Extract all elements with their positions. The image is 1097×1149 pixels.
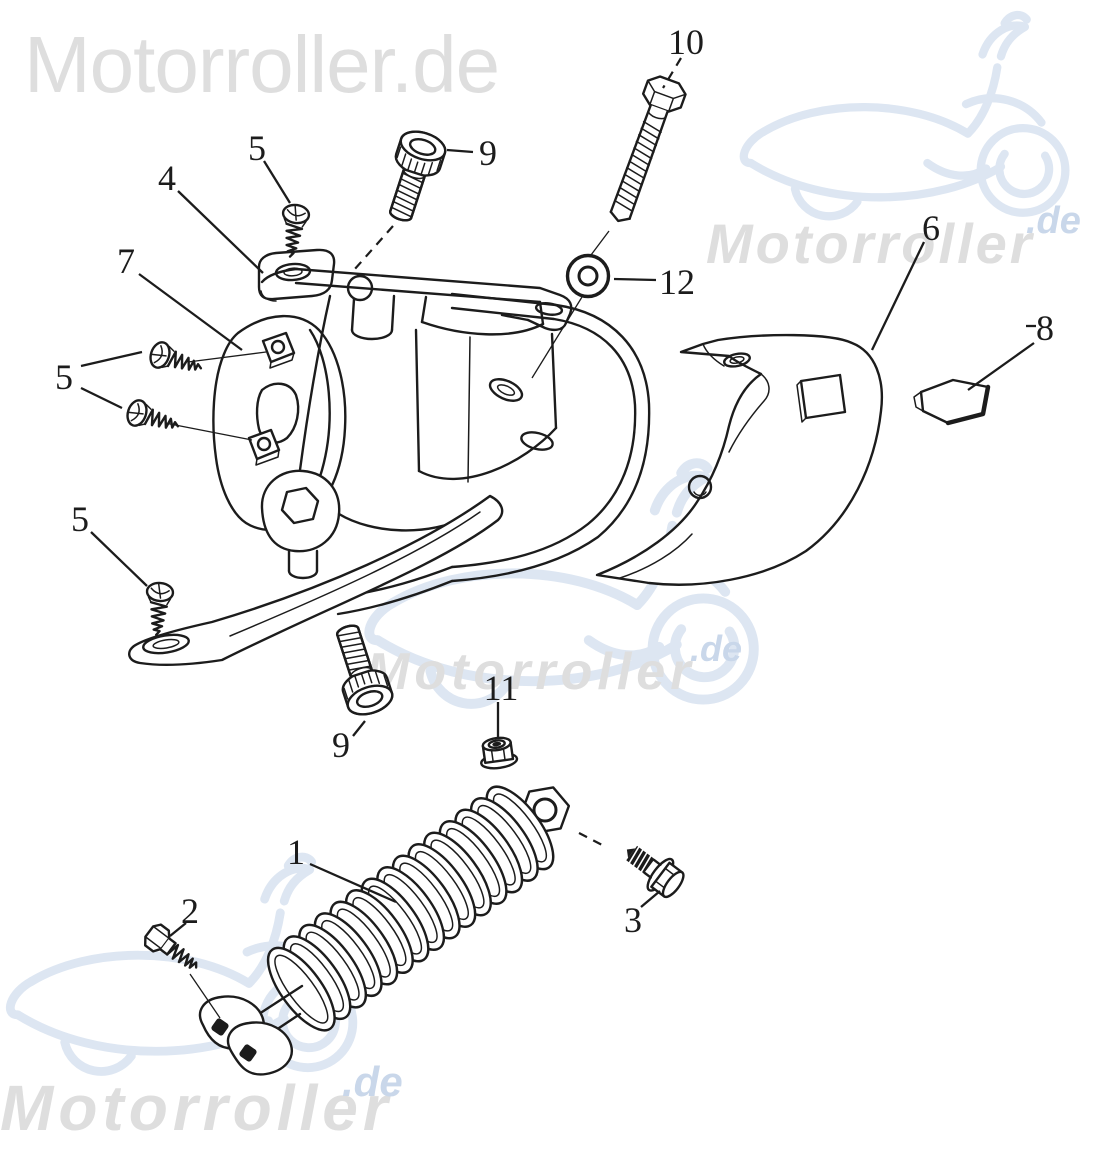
callout-leader (177, 190, 264, 274)
shock-clevis (198, 984, 304, 1076)
callout-leader (263, 160, 291, 204)
callout-leader (189, 973, 221, 1019)
callout-leader (353, 225, 394, 271)
callout-leader (309, 862, 397, 904)
callout-leader (80, 350, 143, 368)
callout-label-7: 7 (117, 241, 135, 281)
part-rack-rail-loop (336, 292, 651, 616)
callout-leader (446, 148, 474, 154)
watermark-text-center: Motorroller (366, 643, 695, 701)
callout-leader (80, 386, 123, 410)
callout-leader (187, 351, 267, 363)
callout-leader (578, 832, 607, 848)
part-hex-bolt-long (598, 71, 690, 229)
callout-leader (613, 277, 657, 282)
callout-label-3: 3 (624, 900, 642, 940)
callout-label-4: 4 (158, 158, 176, 198)
part-rear-cover (595, 333, 883, 586)
callout-leader (870, 241, 926, 351)
part-support-arm (128, 494, 504, 667)
callout-leader (352, 720, 366, 737)
part-screw-left-lower (123, 396, 184, 440)
callout-leader (662, 57, 682, 89)
callout-label-11: 11 (484, 668, 519, 708)
watermark-text-mid-right: Motorroller (706, 212, 1035, 275)
callout-label-6: 6 (922, 208, 940, 248)
callout-label-5: 5 (248, 128, 266, 168)
screw-boss-lower (247, 428, 281, 466)
part-flange-nut (476, 734, 520, 772)
callout-leader (590, 230, 610, 256)
callout-leader (138, 273, 243, 351)
screw-boss-upper (261, 331, 296, 369)
callout-label-1: 1 (287, 832, 305, 872)
watermark-layer: Motorroller.de Motorroller .de Motorroll… (0, 15, 1081, 1144)
callout-leader (90, 531, 148, 587)
watermark-text-bottom-left: Motorroller (0, 1072, 393, 1144)
part-screw-bottom-left (142, 580, 175, 638)
callout-leader (967, 342, 1035, 391)
callout-leader (640, 890, 661, 908)
callout-label-5: 5 (55, 357, 73, 397)
watermark-text-top-left: Motorroller.de (24, 20, 499, 109)
shock-spring (266, 785, 555, 1032)
callout-label-10: 10 (668, 22, 704, 62)
part-screw-left-upper (146, 338, 207, 382)
part-shock-absorber (198, 785, 571, 1076)
part-socket-bolt-upper (376, 125, 451, 228)
callout-leader (531, 296, 583, 379)
callout-label-9: 9 (332, 725, 350, 765)
scooter-watermark-top-right (744, 15, 1066, 216)
callout-label-2: 2 (181, 891, 199, 931)
callout-label-8: 8 (1036, 308, 1054, 348)
part-upper-mount-bolt (614, 833, 691, 905)
callout-label-12: 12 (659, 262, 695, 302)
watermark-suffix-mid-right: .de (1026, 200, 1081, 242)
callout-leader (169, 922, 187, 937)
callout-leader (164, 422, 253, 441)
part-washer (565, 253, 611, 299)
callout-label-9: 9 (479, 133, 497, 173)
watermark-suffix-center: .de (690, 628, 742, 669)
callout-label-5: 5 (71, 499, 89, 539)
part-cover-plate (913, 378, 991, 426)
line-art-layer (123, 71, 991, 1076)
watermark-suffix-bottom-left: .de (342, 1058, 403, 1105)
